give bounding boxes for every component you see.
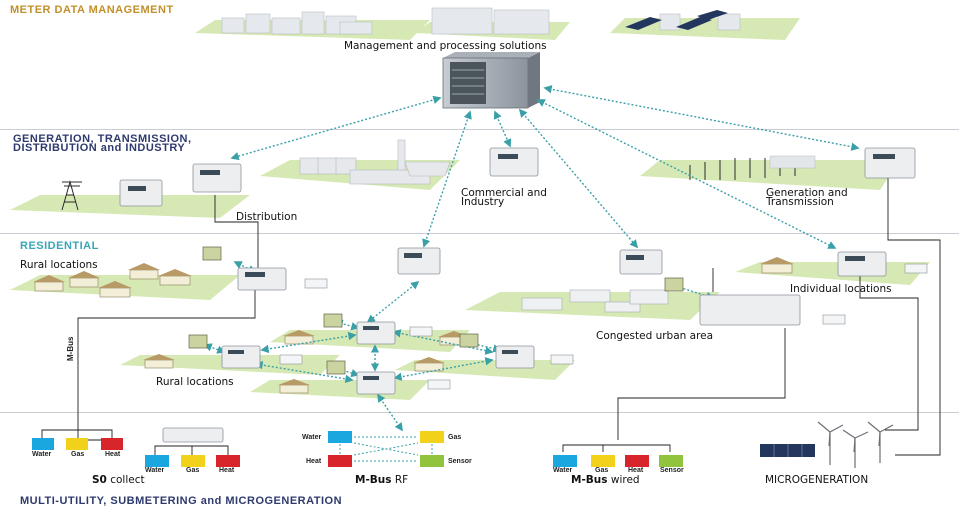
label-transmission: Transmission bbox=[766, 196, 834, 208]
label-rural-top: Rural locations bbox=[20, 259, 98, 271]
label-industry: Industry bbox=[461, 196, 505, 208]
label-rural-bottom: Rural locations bbox=[156, 376, 234, 388]
urban-buildings bbox=[521, 289, 669, 313]
utility-label-sensor: Sensor bbox=[448, 458, 472, 465]
utility-label-gas: Gas bbox=[448, 434, 462, 441]
section-title-distribution: DISTRIBUTION and INDUSTRY bbox=[13, 142, 186, 154]
label-individual: Individual locations bbox=[790, 283, 892, 295]
section-divider bbox=[0, 412, 959, 413]
label-mbus-vertical: M-Bus bbox=[66, 335, 75, 362]
utility-label-heat: Heat bbox=[628, 467, 644, 474]
utility-label-sensor: Sensor bbox=[660, 467, 684, 474]
label-mbus-rf: M-Bus RF bbox=[355, 474, 409, 486]
utility-label-gas: Gas bbox=[71, 451, 85, 458]
small-sensors bbox=[279, 263, 928, 390]
section-divider bbox=[0, 129, 959, 130]
utility-label-water: Water bbox=[553, 467, 573, 474]
meter-displays bbox=[128, 154, 895, 380]
label-microgeneration: MICROGENERATION bbox=[765, 474, 869, 486]
rf-links bbox=[339, 436, 433, 462]
section-title-residential: RESIDENTIAL bbox=[20, 240, 99, 252]
section-title-generation: GENERATION, TRANSMISSION, bbox=[13, 133, 192, 145]
utility-label-gas: Gas bbox=[186, 467, 200, 474]
section-divider bbox=[0, 233, 959, 234]
micro-solar-panel bbox=[760, 444, 815, 457]
utility-boxes bbox=[32, 431, 683, 467]
section-title-mdm: METER DATA MANAGEMENT bbox=[10, 4, 174, 16]
utility-label-gas: Gas bbox=[595, 467, 609, 474]
label-generation: Generation and bbox=[766, 187, 848, 199]
in-home-displays bbox=[188, 246, 684, 375]
utility-label-heat: Heat bbox=[105, 451, 121, 458]
section-title-multi-utility: MULTI-UTILITY, SUBMETERING and MICROGENE… bbox=[20, 495, 343, 507]
wires bbox=[41, 178, 941, 456]
label-distribution: Distribution bbox=[236, 211, 298, 223]
utility-label-water: Water bbox=[302, 434, 322, 441]
label-commercial: Commercial and bbox=[461, 187, 547, 199]
solar-panels bbox=[625, 10, 728, 30]
utility-label-heat: Heat bbox=[219, 467, 235, 474]
label-management: Management and processing solutions bbox=[344, 40, 547, 52]
buildings-top bbox=[221, 7, 741, 35]
utility-label-water: Water bbox=[32, 451, 52, 458]
utility-label-water: Water bbox=[145, 467, 165, 474]
label-s0-collect: S0 collect bbox=[92, 474, 145, 486]
distribution-tower bbox=[61, 180, 82, 211]
wind-turbines bbox=[817, 421, 894, 468]
server-rack-graphic bbox=[442, 52, 540, 109]
label-mbus-wired: M-Bus wired bbox=[571, 474, 640, 486]
utility-label-heat: Heat bbox=[306, 458, 322, 465]
communication-arrows bbox=[203, 85, 860, 432]
label-congested: Congested urban area bbox=[596, 330, 714, 342]
